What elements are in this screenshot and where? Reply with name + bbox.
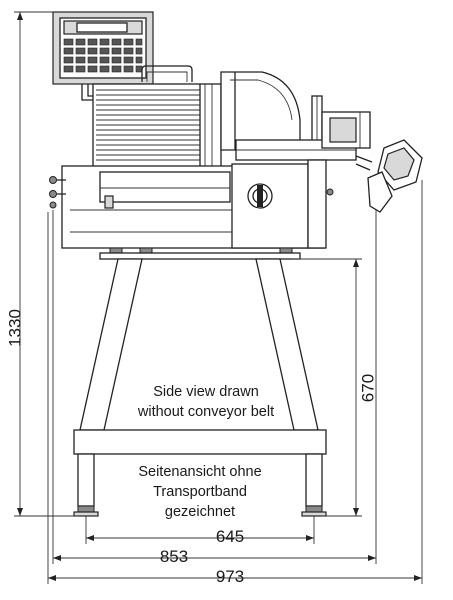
carriage-ribs — [96, 89, 200, 161]
stand — [73, 258, 327, 517]
german-note-line-2: Transportband — [153, 484, 247, 500]
dimension-lines — [14, 11, 423, 584]
dimension-width-total: 973 — [216, 567, 244, 586]
english-note: Side view drawn without conveyor belt — [137, 384, 274, 420]
german-note-line-1: Seitenansicht ohne — [138, 464, 261, 480]
english-note-line-2: without conveyor belt — [137, 404, 274, 420]
dimension-width-feet: 645 — [216, 527, 244, 546]
control-panel — [52, 11, 154, 101]
dimension-height-total: 1330 — [6, 309, 25, 347]
english-note-line-1: Side view drawn — [153, 384, 259, 400]
keypad — [63, 38, 143, 73]
german-note: Seitenansicht ohne Transportband gezeich… — [138, 464, 261, 520]
slicer-head — [49, 65, 371, 260]
german-note-line-3: gezeichnet — [165, 504, 235, 520]
dimension-width-frame: 853 — [160, 547, 188, 566]
delivery-unit — [355, 139, 423, 213]
dimension-height-stand: 670 — [359, 374, 378, 402]
